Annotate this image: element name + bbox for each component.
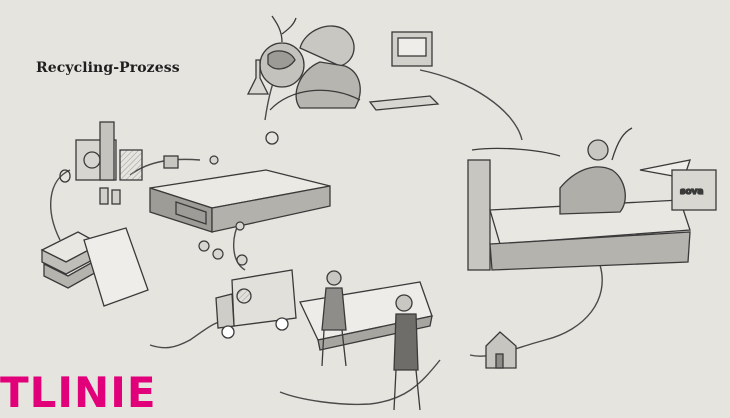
brand-text: TLINIE <box>0 372 180 418</box>
delivery-bed-scene: sova <box>468 128 716 270</box>
earth-globe-scene <box>248 16 304 144</box>
diagram-title: Recycling-Prozess <box>36 60 180 76</box>
house-icon <box>486 332 516 368</box>
bag-logo: sova <box>680 187 703 197</box>
old-mattress-stack <box>42 228 148 306</box>
new-mattress-icon <box>150 156 330 232</box>
delivery-truck-icon <box>216 270 296 338</box>
recycling-plant-icon <box>60 122 142 204</box>
